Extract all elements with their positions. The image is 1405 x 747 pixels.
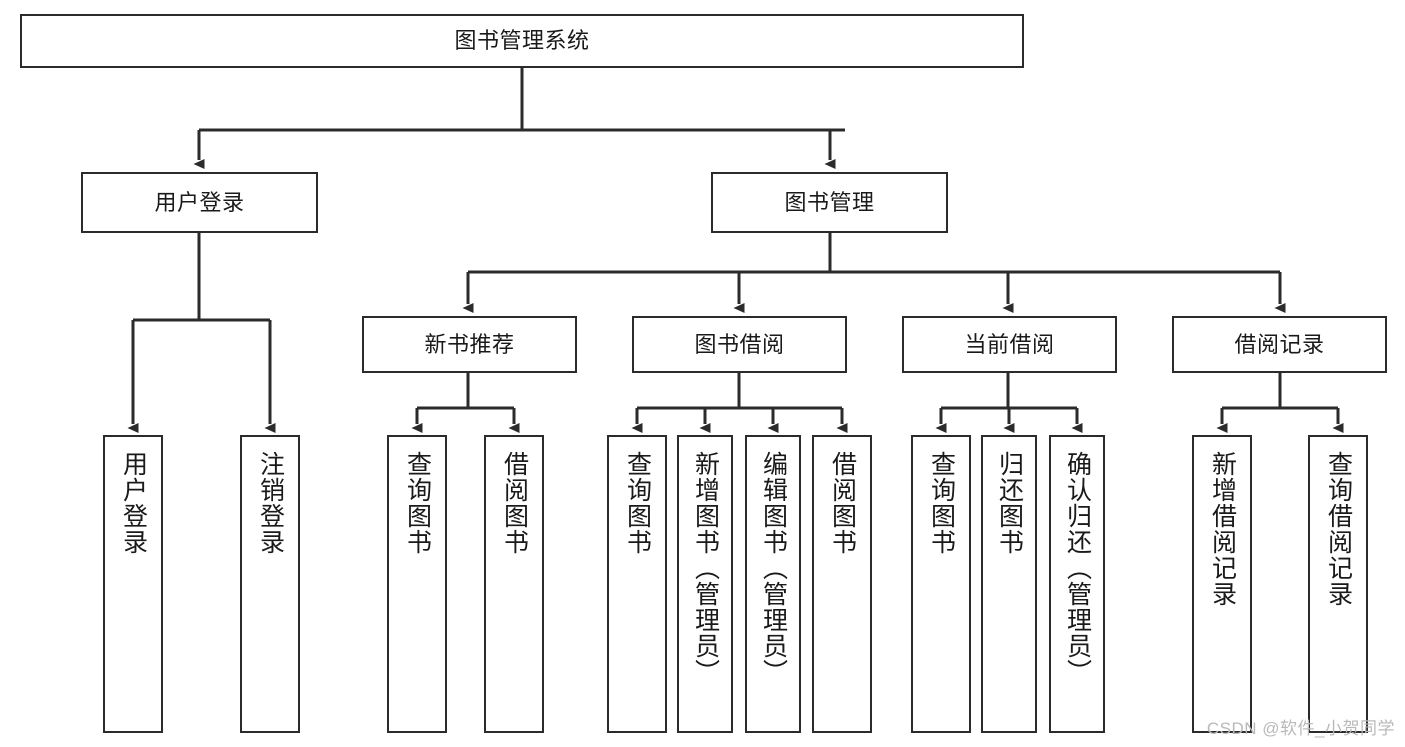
- node-label: 新增借阅记录: [1208, 451, 1237, 607]
- node-leaf-confirm-return[interactable]: 确认归还（管理员）: [1049, 435, 1105, 733]
- node-label: 编辑图书（管理员）: [759, 451, 788, 685]
- node-label: 用户登录: [119, 451, 148, 555]
- node-label: 当前借阅: [964, 331, 1055, 357]
- node-leaf-add-book[interactable]: 新增图书（管理员）: [677, 435, 733, 733]
- node-leaf-user-login[interactable]: 用户登录: [103, 435, 163, 733]
- node-label: 归还图书: [995, 451, 1024, 555]
- node-leaf-query-book-3[interactable]: 查询图书: [911, 435, 971, 733]
- node-leaf-add-record[interactable]: 新增借阅记录: [1192, 435, 1252, 733]
- node-leaf-query-book-1[interactable]: 查询图书: [387, 435, 447, 733]
- node-new-book-recommend[interactable]: 新书推荐: [362, 316, 577, 373]
- node-label: 查询图书: [927, 451, 956, 555]
- node-book-management[interactable]: 图书管理: [711, 172, 948, 233]
- node-label: 图书管理系统: [454, 28, 590, 54]
- node-user-login[interactable]: 用户登录: [81, 172, 318, 233]
- node-label: 新书推荐: [424, 331, 515, 357]
- node-label: 图书借阅: [694, 331, 785, 357]
- node-leaf-borrow-book-1[interactable]: 借阅图书: [484, 435, 544, 733]
- node-label: 用户登录: [154, 189, 245, 215]
- node-label: 注销登录: [256, 451, 285, 555]
- node-book-management-system[interactable]: 图书管理系统: [20, 14, 1024, 68]
- node-label: 借阅图书: [828, 451, 857, 555]
- node-leaf-query-book-2[interactable]: 查询图书: [607, 435, 667, 733]
- node-label: 借阅图书: [500, 451, 529, 555]
- node-leaf-logout-login[interactable]: 注销登录: [240, 435, 300, 733]
- node-current-borrow[interactable]: 当前借阅: [902, 316, 1117, 373]
- node-label: 确认归还（管理员）: [1063, 451, 1092, 685]
- watermark-text: CSDN @软件_小贺同学: [1206, 719, 1395, 738]
- node-leaf-borrow-book-2[interactable]: 借阅图书: [812, 435, 872, 733]
- node-book-borrow[interactable]: 图书借阅: [632, 316, 847, 373]
- node-label: 查询图书: [623, 451, 652, 555]
- node-label: 查询借阅记录: [1324, 451, 1353, 607]
- node-leaf-edit-book[interactable]: 编辑图书（管理员）: [745, 435, 801, 733]
- node-label: 图书管理: [784, 189, 875, 215]
- node-borrow-record[interactable]: 借阅记录: [1172, 316, 1387, 373]
- node-label: 借阅记录: [1234, 331, 1325, 357]
- node-label: 新增图书（管理员）: [691, 451, 720, 685]
- node-leaf-return-book[interactable]: 归还图书: [981, 435, 1037, 733]
- node-label: 查询图书: [403, 451, 432, 555]
- node-leaf-query-record[interactable]: 查询借阅记录: [1308, 435, 1368, 733]
